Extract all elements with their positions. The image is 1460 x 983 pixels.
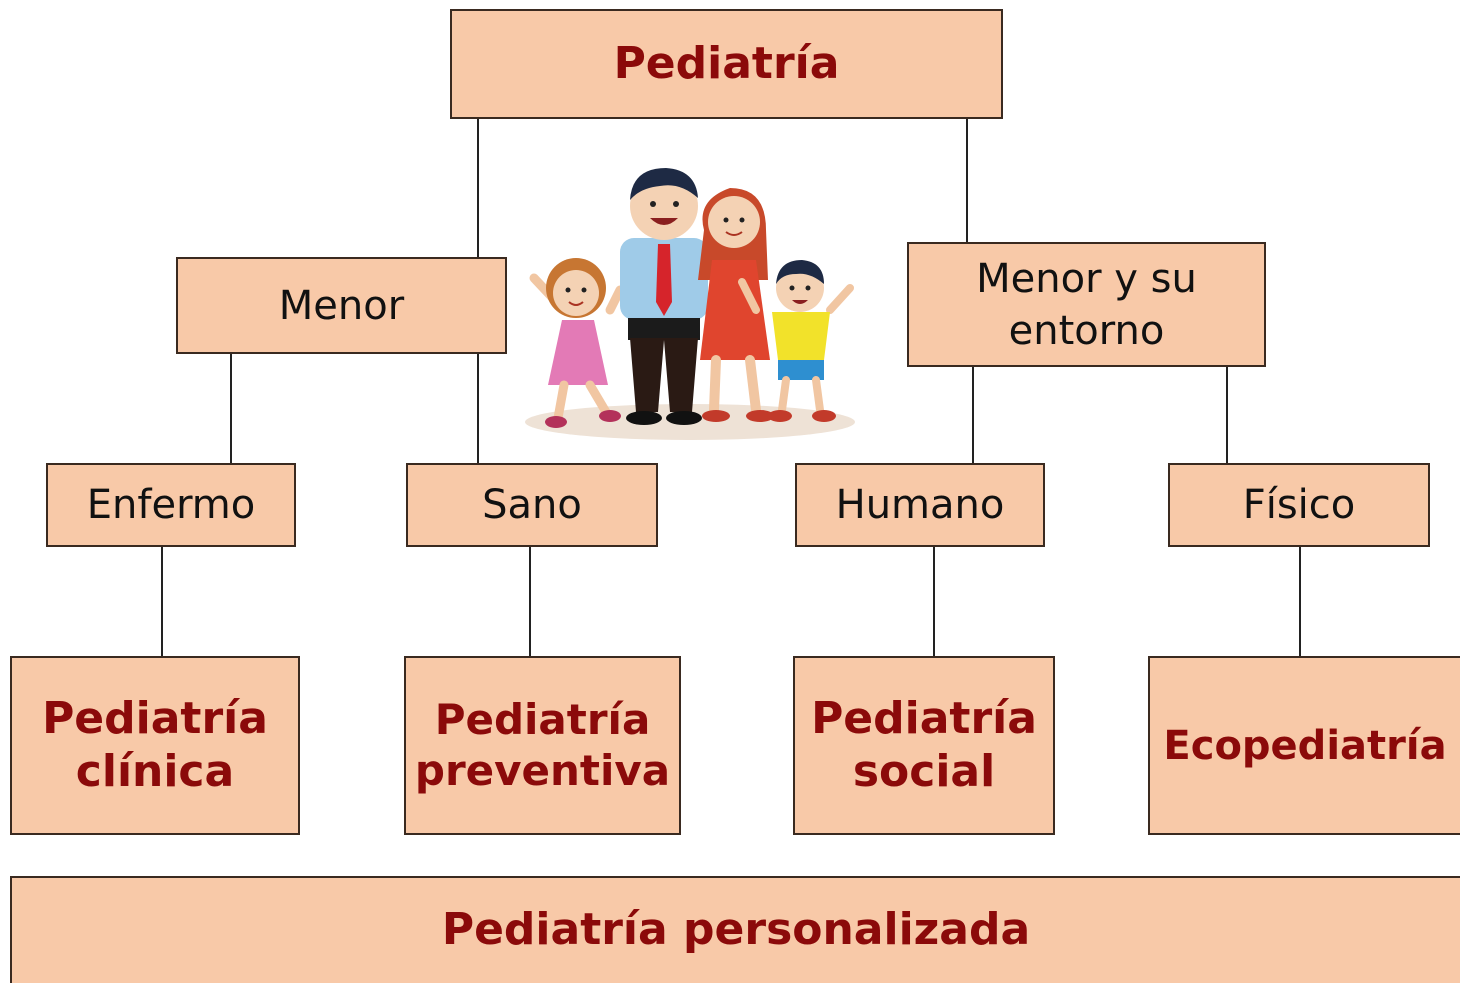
node-enfermo: Enfermo	[46, 463, 296, 547]
node-menor: Menor	[176, 257, 507, 354]
node-sano: Sano	[406, 463, 658, 547]
leaf-pediatria-clinica: Pediatría clínica	[10, 656, 300, 835]
dad-figure	[620, 168, 708, 425]
root-node: Pediatría	[450, 9, 1003, 119]
node-fisico: Físico	[1168, 463, 1430, 547]
node-menor-entorno: Menor y su entorno	[907, 242, 1266, 367]
root-label: Pediatría	[613, 37, 840, 89]
node-humano-label: Humano	[835, 482, 1005, 528]
leaf-pediatria-preventiva: Pediatría preventiva	[404, 656, 681, 835]
node-humano: Humano	[795, 463, 1045, 547]
node-enfermo-label: Enfermo	[86, 482, 256, 528]
leaf-pediatria-social: Pediatría social	[793, 656, 1055, 835]
footer-label: Pediatría personalizada	[441, 904, 1031, 956]
node-menor-label: Menor	[278, 282, 405, 329]
girl-figure	[529, 258, 625, 428]
family-icon	[525, 168, 855, 440]
boy-figure	[738, 260, 854, 422]
node-menor-entorno-label: Menor y su entorno	[976, 255, 1197, 354]
leaf-ecopediatria: Ecopediatría	[1148, 656, 1460, 835]
footer-banner: Pediatría personalizada	[10, 876, 1460, 983]
leaf-pediatria-preventiva-label: Pediatría preventiva	[414, 695, 671, 795]
mom-figure	[698, 188, 774, 422]
node-sano-label: Sano	[482, 482, 582, 528]
leaf-pediatria-clinica-label: Pediatría clínica	[42, 692, 268, 797]
leaf-ecopediatria-label: Ecopediatría	[1163, 722, 1447, 769]
node-fisico-label: Físico	[1242, 482, 1356, 528]
leaf-pediatria-social-label: Pediatría social	[811, 692, 1037, 797]
